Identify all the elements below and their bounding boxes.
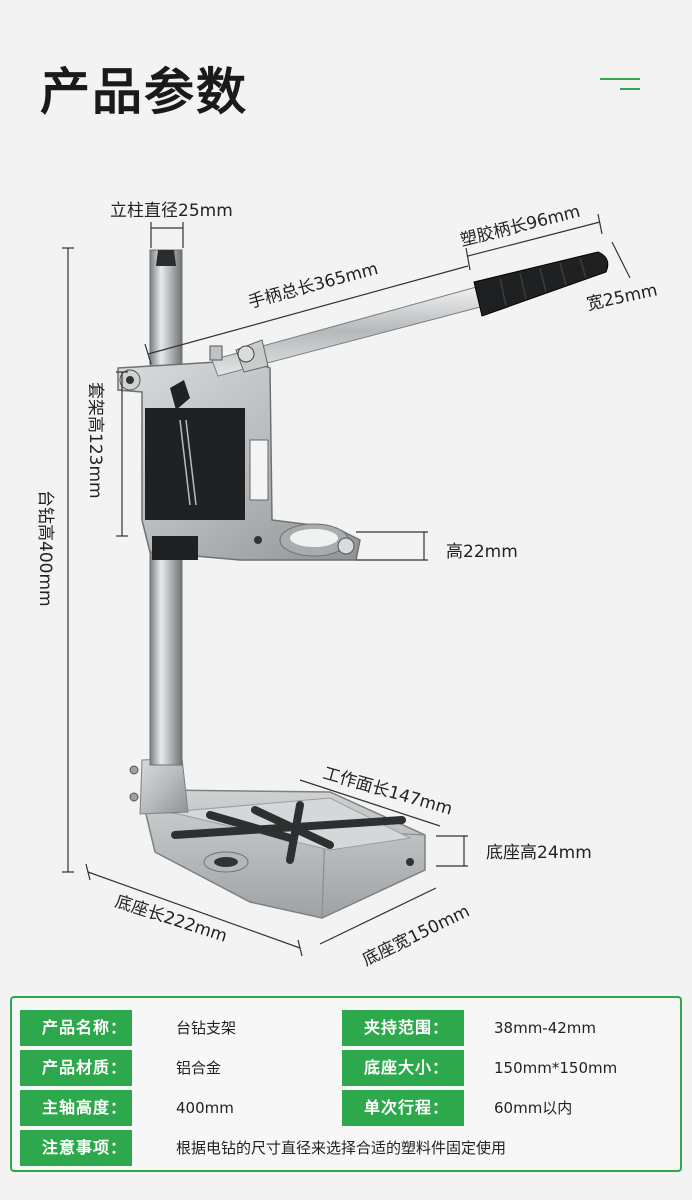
label-clamp-height: 高22mm [446,542,518,562]
spec-label: 产品材质： [20,1050,132,1086]
spec-table: 产品名称： 台钻支架 夹持范围： 38mm-42mm 产品材质： 铝合金 底座大… [10,996,682,1172]
label-column-diameter: 立柱直径25mm [110,201,233,221]
spec-value: 150mm*150mm [494,1059,618,1077]
spec-label: 夹持范围： [342,1010,464,1046]
label-base-height: 底座高24mm [486,843,592,863]
page-title: 产品参数 [40,63,248,121]
spec-row: 主轴高度： 400mm 单次行程： 60mm以内 [12,1090,680,1130]
spec-label: 主轴高度： [20,1090,132,1126]
label-stand-height: 台钻高400mm [35,490,55,607]
label-bracket-height: 套架高123mm [85,382,105,499]
spec-label: 底座大小： [342,1050,464,1086]
label-grip-length: 塑胶柄长96mm [458,202,582,251]
spec-label: 产品名称： [20,1010,132,1046]
spec-value: 台钻支架 [176,1019,237,1037]
spec-row: 注意事项： 根据电钻的尺寸直径来选择合适的塑料件固定使用 [12,1130,680,1170]
spec-value: 400mm [176,1099,234,1117]
spec-label: 注意事项： [20,1130,132,1166]
handle-grip [473,251,609,317]
product-diagram: 立柱直径25mm 塑胶柄长96mm 手柄总长365mm 宽25mm 套架高123… [35,201,659,970]
label-grip-width: 宽25mm [585,280,659,314]
spec-value: 根据电钻的尺寸直径来选择合适的塑料件固定使用 [176,1139,507,1157]
drill-stand [117,249,609,919]
spec-label: 单次行程： [342,1090,464,1126]
label-base-length: 底座长222mm [112,892,229,947]
dimension-lines [62,213,631,957]
title-decoration [600,78,646,92]
label-base-width: 底座宽150mm [359,901,473,970]
spec-value: 38mm-42mm [494,1019,597,1037]
spec-row: 产品材质： 铝合金 底座大小： 150mm*150mm [12,1050,680,1090]
spec-value: 铝合金 [176,1059,222,1077]
spec-row: 产品名称： 台钻支架 夹持范围： 38mm-42mm [12,1010,680,1050]
label-handle-total-length: 手柄总长365mm [246,259,380,313]
spec-value: 60mm以内 [494,1099,573,1117]
